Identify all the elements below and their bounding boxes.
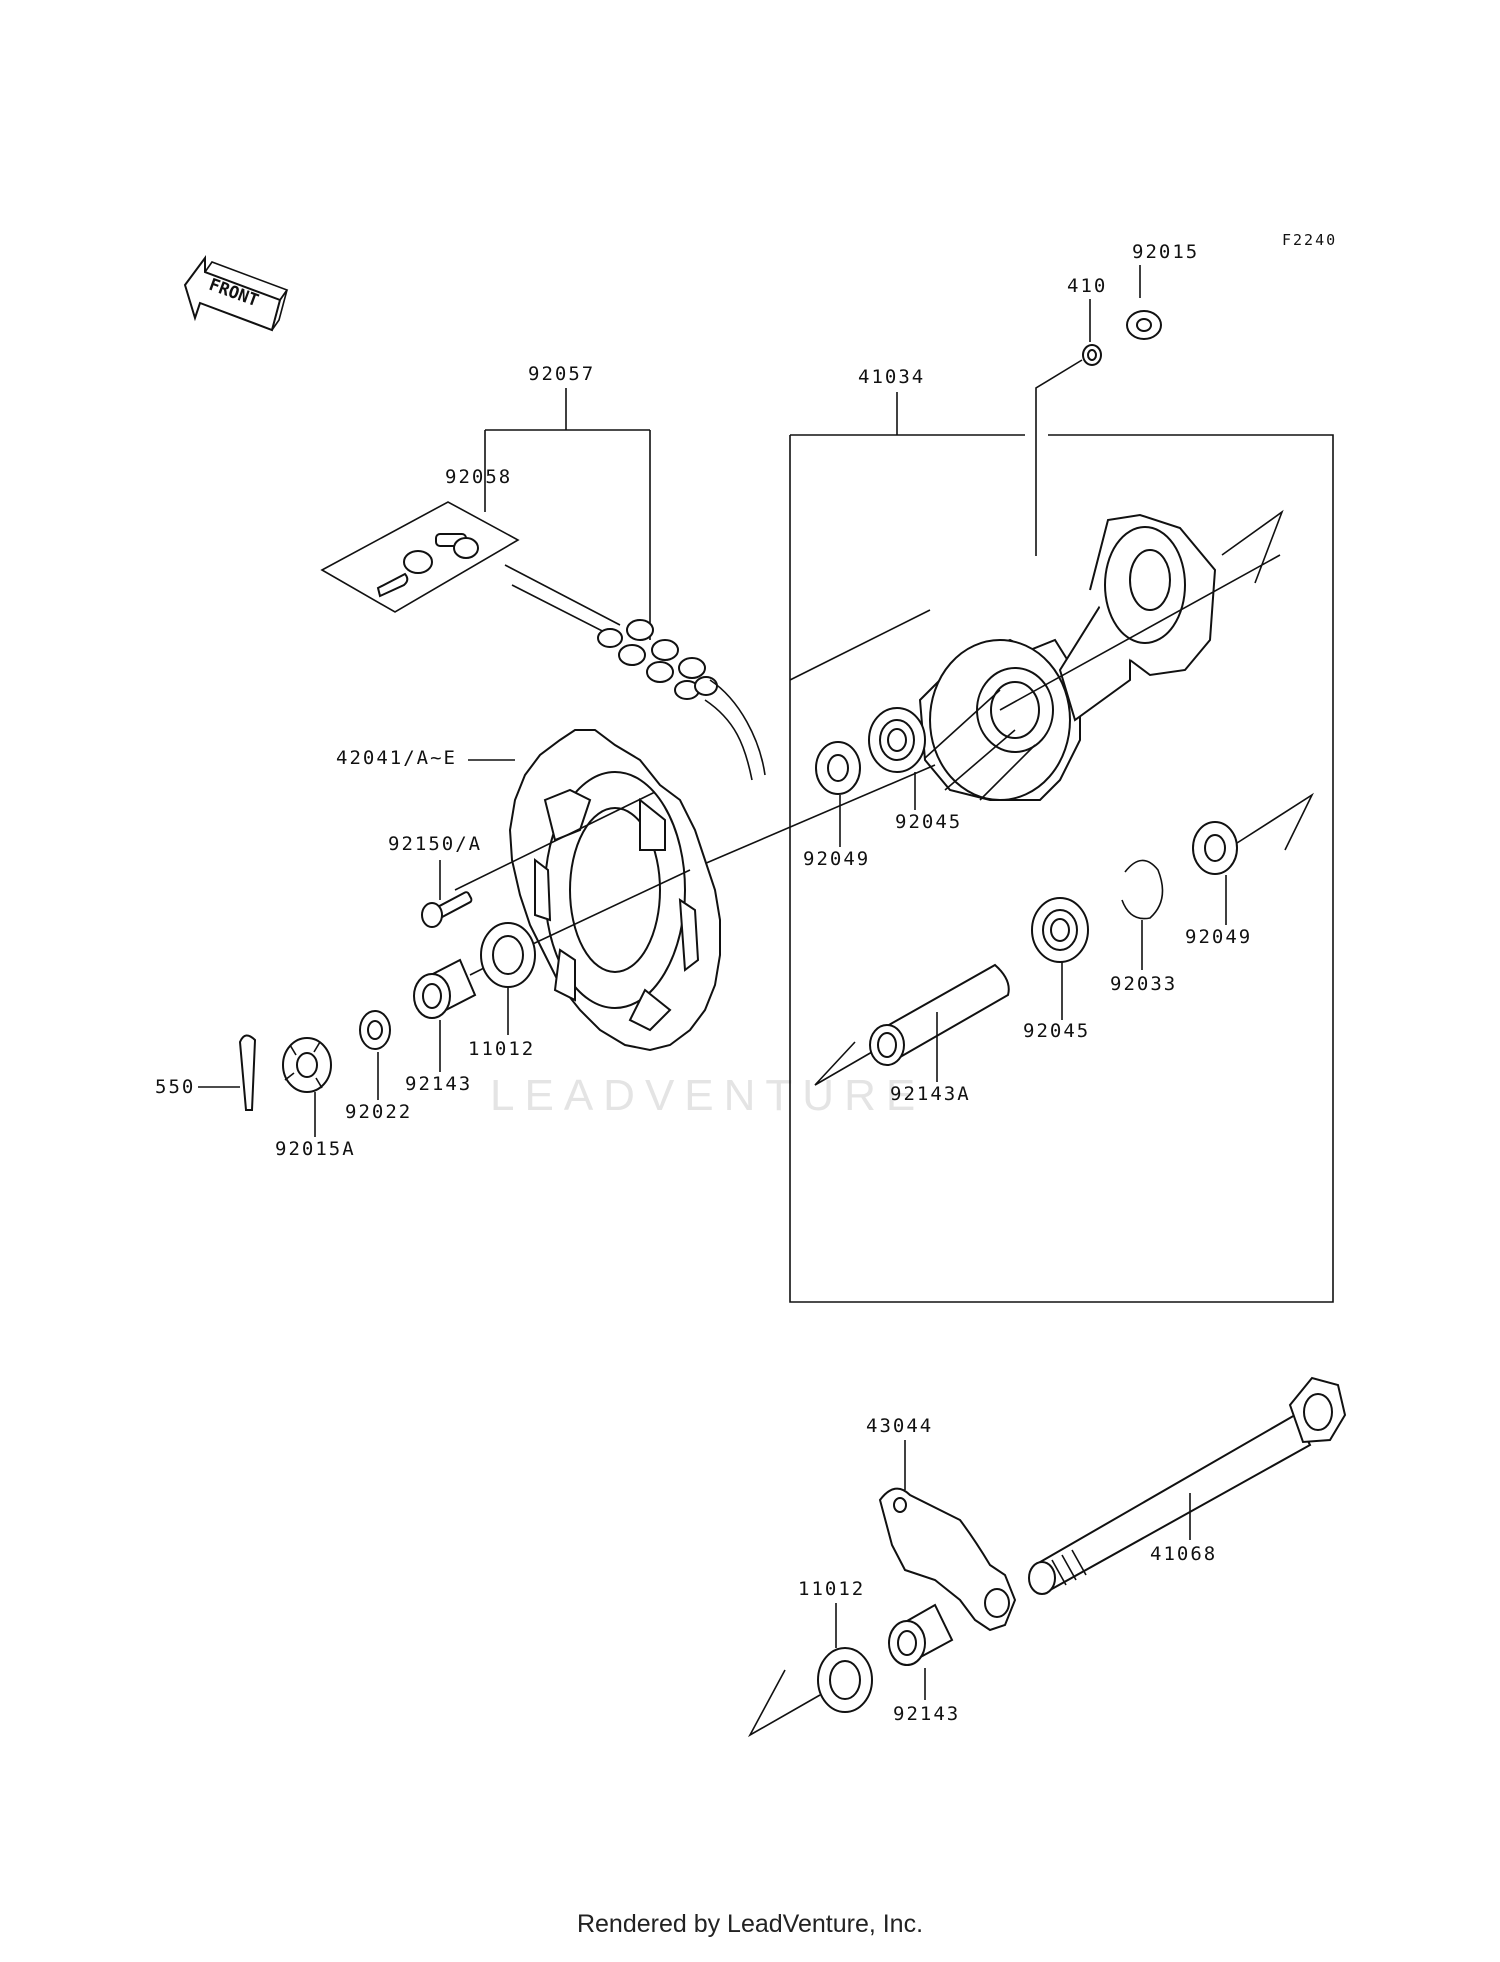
part-label-92015A: 92015A — [275, 1138, 356, 1160]
part-label-92015: 92015 — [1132, 241, 1199, 263]
collar-92143-upper — [413, 958, 477, 1019]
part-label-92143-lower: 92143 — [893, 1703, 960, 1725]
axle-41068 — [1028, 1376, 1347, 1595]
collar-11012-lower — [817, 1647, 873, 1713]
bearing-92045-lower — [1031, 897, 1089, 963]
chain-adjuster-43044 — [878, 1487, 1017, 1632]
part-label-410: 410 — [1067, 275, 1107, 297]
part-label-11012-lower: 11012 — [798, 1578, 865, 1600]
part-label-92045-upper: 92045 — [895, 811, 962, 833]
washer-92022 — [359, 1010, 391, 1050]
part-label-92058: 92058 — [445, 466, 512, 488]
part-label-92022: 92022 — [345, 1101, 412, 1123]
part-label-92049-right: 92049 — [1185, 926, 1252, 948]
castle-nut-92015A — [282, 1037, 332, 1093]
hub-assembly-box — [789, 434, 1334, 1303]
drive-chain — [504, 564, 766, 781]
chain-connecting-link-kit — [320, 501, 520, 613]
part-label-92045-lower: 92045 — [1023, 1020, 1090, 1042]
rear-sprocket-42041 — [508, 729, 721, 1052]
part-label-92143A: 92143A — [890, 1083, 971, 1105]
part-label-92049-left: 92049 — [803, 848, 870, 870]
part-label-41034: 41034 — [858, 366, 925, 388]
circlip-92033 — [1121, 859, 1164, 920]
part-label-92143-upper: 92143 — [405, 1073, 472, 1095]
part-label-43044: 43044 — [866, 1415, 933, 1437]
part-label-92057: 92057 — [528, 363, 595, 385]
part-label-550: 550 — [155, 1076, 195, 1098]
part-label-92033: 92033 — [1110, 973, 1177, 995]
nut-92015 — [1126, 310, 1162, 340]
oil-seal-92049-right — [1192, 821, 1238, 875]
watermark-text: LEADVENTURE — [490, 1071, 925, 1120]
part-label-42041: 42041/A~E — [336, 747, 457, 769]
bearing-92045-upper — [868, 707, 926, 773]
rear-hub-41034 — [918, 513, 1217, 801]
collar-11012-upper — [480, 922, 536, 988]
cotter-pin-550 — [238, 1034, 257, 1111]
oil-seal-92049-left — [815, 741, 861, 795]
part-label-41068: 41068 — [1150, 1543, 1217, 1565]
part-label-92150: 92150/A — [388, 833, 482, 855]
collar-92143-lower — [888, 1603, 954, 1666]
spacer-92143A — [869, 963, 1010, 1066]
part-label-11012-upper: 11012 — [468, 1038, 535, 1060]
render-credit: Rendered by LeadVenture, Inc. — [576, 1910, 924, 1938]
washer-410 — [1082, 344, 1102, 366]
bolt-92150 — [421, 891, 473, 928]
front-arrow-icon: FRONT — [183, 254, 289, 332]
diagram-code: F2240 — [1282, 231, 1337, 249]
